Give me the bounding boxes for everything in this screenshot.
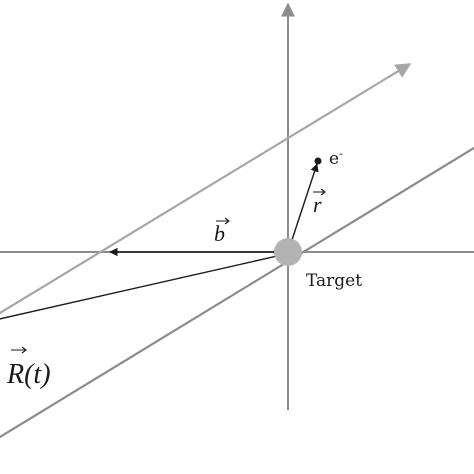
electron-icon bbox=[314, 157, 322, 165]
impact-parameter-label: b bbox=[214, 217, 230, 246]
lower-trajectory-line bbox=[0, 147, 474, 439]
vector-accent-icon bbox=[11, 346, 27, 354]
svg-text:R(t): R(t) bbox=[6, 359, 51, 390]
trajectory-position-label: R(t) bbox=[6, 346, 51, 390]
svg-text:r: r bbox=[313, 192, 322, 217]
electron-position-vector bbox=[287, 163, 319, 253]
vector-accent-icon bbox=[216, 217, 230, 225]
svg-text:b: b bbox=[214, 221, 225, 246]
upper-trajectory-line bbox=[0, 63, 412, 315]
electron-position-label: r bbox=[313, 188, 326, 217]
vector-accent-icon bbox=[313, 188, 326, 196]
target-label: Target bbox=[306, 271, 362, 291]
target-icon bbox=[274, 238, 302, 266]
electron-label: e- bbox=[329, 147, 343, 169]
trajectory-position-vector bbox=[0, 253, 287, 320]
